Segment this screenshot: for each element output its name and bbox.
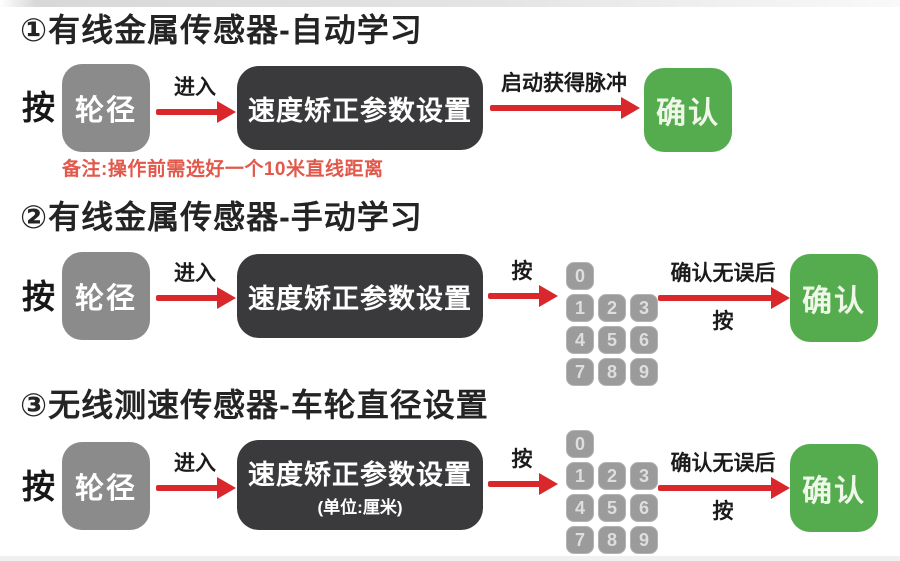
bottom-edge-strip (0, 556, 900, 561)
arrow-right-icon (486, 284, 558, 308)
section2-confirm-button[interactable]: 确认 (790, 254, 878, 342)
section1-wheel-diameter-button[interactable]: 轮径 (62, 64, 150, 152)
top-edge-strip (0, 0, 900, 7)
section3-confirm-arrow-label-line2: 按 (712, 500, 734, 523)
section1-enter-arrow: 进入 (154, 76, 236, 124)
arrow-head (217, 477, 236, 499)
keypad-key-9[interactable]: 9 (630, 358, 658, 386)
arrow-shaft (488, 481, 543, 487)
arrow-right-icon (486, 472, 558, 496)
arrow-head (539, 473, 558, 495)
keypad-key-7[interactable]: 7 (566, 526, 594, 554)
arrow-right-icon (154, 286, 236, 310)
section1-speed-calibration-button[interactable]: 速度矫正参数设置 (237, 66, 483, 150)
keypad-key-6[interactable]: 6 (630, 494, 658, 522)
section1-pulse-arrow: 启动获得脉冲 (488, 72, 640, 120)
section3-confirm-arrow-label-line1: 确认无误后 (670, 452, 776, 475)
keypad-key-2[interactable]: 2 (598, 462, 626, 490)
arrow-right-icon (488, 96, 640, 120)
section2-wheel-diameter-button[interactable]: 轮径 (62, 252, 150, 340)
section3-speed-calibration-sublabel: (单位:厘米) (317, 497, 403, 517)
section3-title: ③无线测速传感器-车轮直径设置 (20, 387, 489, 423)
keypad-key-5[interactable]: 5 (598, 494, 626, 522)
arrow-head (217, 101, 236, 123)
arrow-right-icon (656, 286, 790, 310)
keypad-key-5[interactable]: 5 (598, 326, 626, 354)
section2-confirm-arrow: 确认无误后 按 (656, 262, 790, 334)
arrow-head (771, 477, 790, 499)
keypad-key-2[interactable]: 2 (598, 294, 626, 322)
section1-press-label: 按 (22, 89, 55, 126)
section2-speed-calibration-button[interactable]: 速度矫正参数设置 (237, 254, 483, 338)
keypad-key-4[interactable]: 4 (566, 494, 594, 522)
section2-speed-calibration-label: 速度矫正参数设置 (248, 283, 472, 314)
keypad-key-3[interactable]: 3 (630, 462, 658, 490)
arrow-shaft (156, 109, 221, 115)
section3-press-arrow: 按 (486, 448, 558, 496)
section3-numeric-keypad: 0 1 2 3 4 5 6 7 8 9 (566, 430, 658, 554)
arrow-right-icon (154, 476, 236, 500)
section1-title: ①有线金属传感器-自动学习 (20, 12, 423, 48)
section2-press-arrow-label: 按 (511, 260, 533, 283)
keypad-key-0[interactable]: 0 (566, 262, 594, 290)
keypad-key-6[interactable]: 6 (630, 326, 658, 354)
section2-confirm-arrow-label-line1: 确认无误后 (670, 262, 776, 285)
section2-title: ②有线金属传感器-手动学习 (20, 199, 423, 235)
arrow-head (539, 285, 558, 307)
section3-enter-arrow-label: 进入 (174, 452, 216, 475)
arrow-right-icon (154, 100, 236, 124)
section2-press-label: 按 (22, 278, 55, 315)
keypad-key-4[interactable]: 4 (566, 326, 594, 354)
section2-confirm-arrow-label-line2: 按 (712, 310, 734, 333)
arrow-shaft (156, 485, 221, 491)
section3-press-arrow-label: 按 (511, 448, 533, 471)
section1-enter-arrow-label: 进入 (174, 76, 216, 99)
keypad-key-3[interactable]: 3 (630, 294, 658, 322)
keypad-key-7[interactable]: 7 (566, 358, 594, 386)
arrow-shaft (490, 105, 625, 111)
section2-enter-arrow: 进入 (154, 262, 236, 310)
section2-press-arrow: 按 (486, 260, 558, 308)
section1-speed-calibration-label: 速度矫正参数设置 (248, 95, 472, 126)
section1-confirm-button[interactable]: 确认 (644, 68, 732, 152)
arrow-shaft (658, 295, 775, 301)
section2-enter-arrow-label: 进入 (174, 262, 216, 285)
section3-confirm-arrow: 确认无误后 按 (656, 452, 790, 524)
section3-speed-calibration-button[interactable]: 速度矫正参数设置 (单位:厘米) (237, 440, 483, 530)
arrow-shaft (156, 295, 221, 301)
section3-wheel-diameter-button[interactable]: 轮径 (62, 442, 150, 530)
section1-note: 备注:操作前需选好一个10米直线距离 (62, 159, 384, 180)
section3-press-label: 按 (22, 468, 55, 505)
keypad-key-1[interactable]: 1 (566, 462, 594, 490)
arrow-head (217, 287, 236, 309)
keypad-key-8[interactable]: 8 (598, 358, 626, 386)
section3-confirm-button[interactable]: 确认 (790, 444, 878, 532)
section3-enter-arrow: 进入 (154, 452, 236, 500)
arrow-shaft (658, 485, 775, 491)
section1-pulse-arrow-label: 启动获得脉冲 (501, 72, 627, 95)
section3-speed-calibration-label: 速度矫正参数设置 (248, 459, 472, 490)
section2-numeric-keypad: 0 1 2 3 4 5 6 7 8 9 (566, 262, 658, 386)
arrow-shaft (488, 293, 543, 299)
keypad-key-9[interactable]: 9 (630, 526, 658, 554)
keypad-key-1[interactable]: 1 (566, 294, 594, 322)
keypad-key-8[interactable]: 8 (598, 526, 626, 554)
arrow-right-icon (656, 476, 790, 500)
arrow-head (771, 287, 790, 309)
keypad-key-0[interactable]: 0 (566, 430, 594, 458)
arrow-head (621, 97, 640, 119)
